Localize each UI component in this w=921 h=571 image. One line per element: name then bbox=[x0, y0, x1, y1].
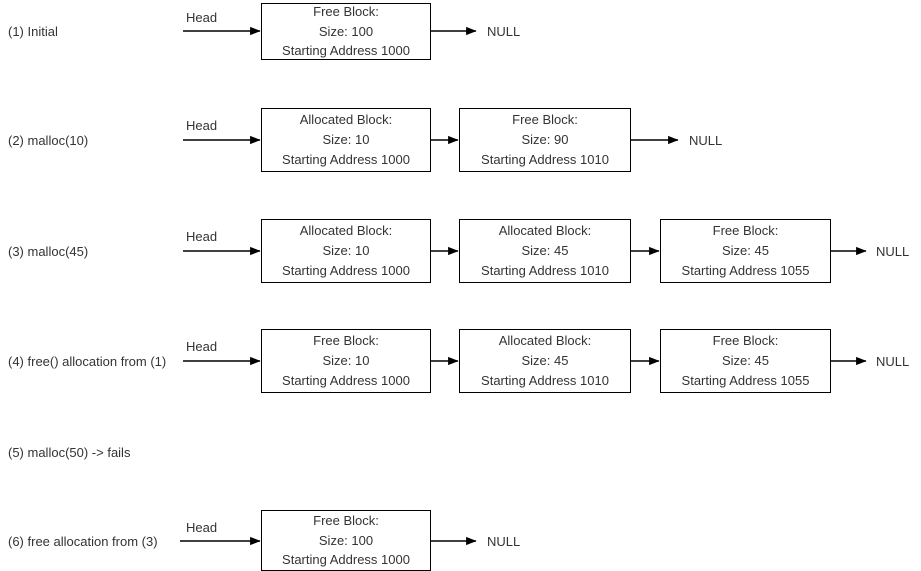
step-label-1: (1) Initial bbox=[8, 24, 58, 39]
head-label-6: Head bbox=[186, 520, 218, 535]
block-type: Free Block: bbox=[313, 3, 379, 19]
memory-block: Allocated Block: Size: 10 Starting Address… bbox=[261, 219, 431, 283]
null-label-1: NULL bbox=[487, 24, 521, 39]
step-label-6: (6) free allocation from (3) bbox=[8, 534, 158, 549]
block-address: Starting Address 1010 bbox=[481, 151, 609, 167]
block-address: Starting Address 1010 bbox=[481, 372, 609, 388]
block-address: Starting Address 1000 bbox=[282, 262, 410, 278]
block-address: Starting Address 1000 bbox=[282, 552, 410, 568]
block-size: Size: 10 bbox=[322, 132, 370, 148]
block-size: Size: 100 bbox=[318, 532, 374, 548]
block-address: Starting Address 1055 bbox=[681, 262, 810, 278]
null-label-2: NULL bbox=[689, 133, 723, 148]
block-type: Free Block: bbox=[313, 512, 379, 528]
step-label-5: (5) malloc(50) -> fails bbox=[8, 445, 131, 460]
memory-block: Free Block: Size: 10 Starting Address 1000 bbox=[261, 329, 431, 393]
block-type: Free Block: bbox=[712, 333, 779, 349]
block-type: Free Block: bbox=[512, 112, 578, 128]
head-label-2: Head bbox=[186, 118, 218, 133]
null-label-6: NULL bbox=[487, 534, 521, 549]
head-label-1: Head bbox=[186, 10, 218, 25]
block-size: Size: 10 bbox=[322, 243, 370, 259]
null-label-4: NULL bbox=[876, 354, 910, 369]
block-type: Allocated Block: bbox=[299, 112, 393, 128]
block-size: Size: 100 bbox=[318, 23, 374, 39]
memory-block: Free Block: Size: 45 Starting Address 1055 bbox=[660, 219, 831, 283]
block-type: Free Block: bbox=[313, 333, 379, 349]
block-address: Starting Address 1000 bbox=[282, 372, 410, 388]
head-label-4: Head bbox=[186, 339, 218, 354]
block-address: Starting Address 1010 bbox=[481, 262, 609, 278]
memory-block: Free Block: Size: 45 Starting Address 1055 bbox=[660, 329, 831, 393]
block-size: Size: 10 bbox=[322, 353, 370, 369]
block-size: Size: 45 bbox=[521, 353, 569, 369]
block-type: Free Block: bbox=[712, 223, 779, 239]
block-size: Size: 45 bbox=[521, 243, 569, 259]
step-label-3: (3) malloc(45) bbox=[8, 244, 89, 259]
block-type: Allocated Block: bbox=[498, 223, 592, 239]
null-label-3: NULL bbox=[876, 244, 910, 259]
block-address: Starting Address 1000 bbox=[282, 43, 410, 59]
block-type: Allocated Block: bbox=[299, 223, 393, 239]
block-address: Starting Address 1055 bbox=[681, 372, 810, 388]
step-label-2: (2) malloc(10) bbox=[8, 133, 89, 148]
memory-block: Free Block: Size: 90 Starting Address 1010 bbox=[459, 108, 631, 172]
memory-block: Allocated Block: Size: 45 Starting Address… bbox=[459, 219, 631, 283]
head-label-3: Head bbox=[186, 229, 218, 244]
memory-block: Allocated Block: Size: 45 Starting Address… bbox=[459, 329, 631, 393]
step-label-4: (4) free() allocation from (1) bbox=[8, 354, 167, 369]
block-size: Size: 90 bbox=[521, 132, 569, 148]
block-type: Allocated Block: bbox=[498, 333, 592, 349]
block-address: Starting Address 1000 bbox=[282, 151, 410, 167]
memory-block: Allocated Block: Size: 10 Starting Address… bbox=[261, 108, 431, 172]
block-size: Size: 45 bbox=[722, 243, 769, 259]
block-size: Size: 45 bbox=[722, 353, 769, 369]
